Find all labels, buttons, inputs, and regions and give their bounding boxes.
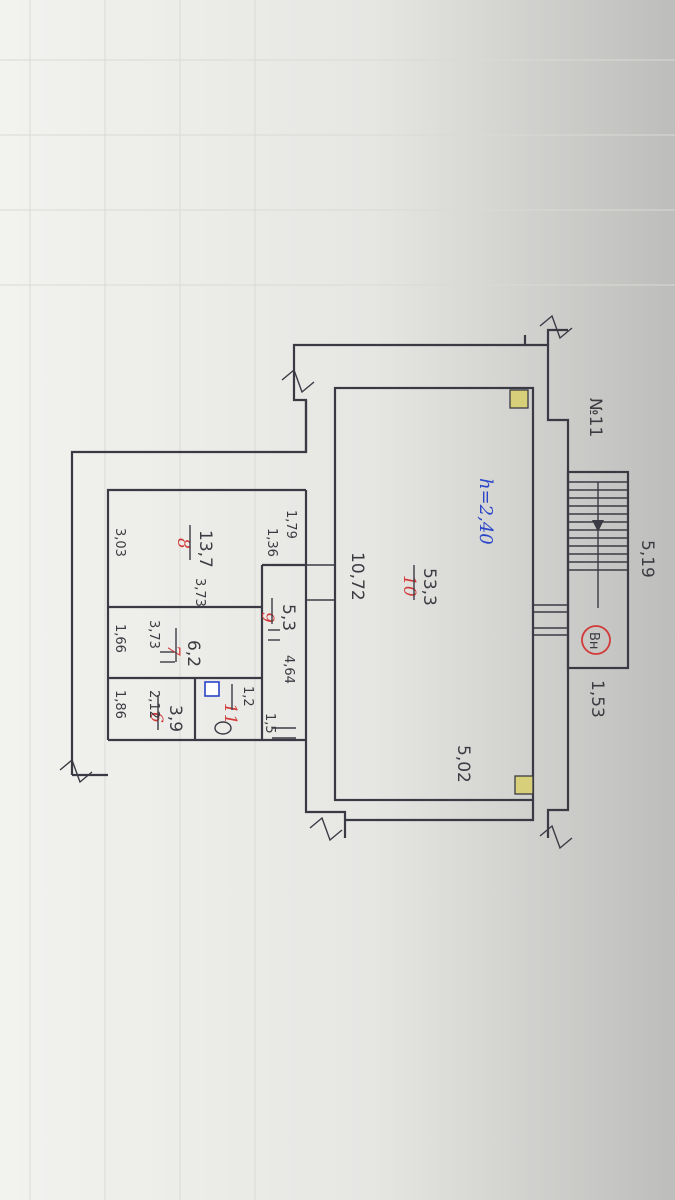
room-9-dim-a: 4,64 bbox=[281, 655, 296, 684]
room-7-number: 7 bbox=[163, 645, 183, 656]
room-10-dim-b: 5,02 bbox=[453, 745, 473, 783]
room-6-dim-a: 1,86 bbox=[112, 690, 127, 719]
room-9-number: 9 bbox=[257, 612, 277, 623]
entrance-stairs bbox=[533, 470, 630, 670]
walls bbox=[59, 314, 573, 850]
room-6-dim-b: 2,12 bbox=[146, 690, 161, 719]
room-9-dim-b: 1,36 bbox=[264, 528, 279, 557]
room-8-area: 13,7 bbox=[195, 530, 215, 568]
wc-fixtures bbox=[204, 681, 232, 735]
room-6-number: 6 bbox=[146, 712, 166, 723]
stair-width-dimension: 1,53 bbox=[587, 680, 607, 718]
porch-marker-icon bbox=[581, 625, 611, 655]
room-10-number: 10 bbox=[399, 575, 419, 597]
room-9-area: 5,3 bbox=[278, 604, 298, 631]
ceiling-height: h=2,40 bbox=[475, 478, 496, 545]
room-11-number: 11 bbox=[220, 703, 240, 725]
room-7-dim-a: 1,66 bbox=[112, 624, 127, 653]
toilet-icon bbox=[214, 721, 232, 735]
room-7-dim-b: 3,73 bbox=[146, 620, 161, 649]
porch-label: Вн bbox=[586, 632, 601, 649]
room-6-area: 3,9 bbox=[165, 705, 185, 732]
room-11-dim-a: 1,5 bbox=[262, 713, 277, 734]
room-10-dim-a: 10,72 bbox=[347, 552, 367, 601]
partitions bbox=[108, 389, 534, 795]
room-11-area: 1,2 bbox=[240, 686, 255, 707]
stair-length-dimension: 5,19 bbox=[637, 540, 657, 578]
room-8-dim-b: 3,73 bbox=[192, 578, 207, 607]
room-7-area: 6,2 bbox=[183, 640, 203, 667]
building-number: №11 bbox=[585, 398, 605, 437]
corridor-end-dimension: 1,79 bbox=[283, 510, 298, 539]
room-8-dim-a: 3,03 bbox=[112, 528, 127, 557]
sink-icon bbox=[204, 681, 220, 697]
room-8-number: 8 bbox=[173, 538, 193, 549]
room-10-area: 53,3 bbox=[419, 568, 439, 606]
